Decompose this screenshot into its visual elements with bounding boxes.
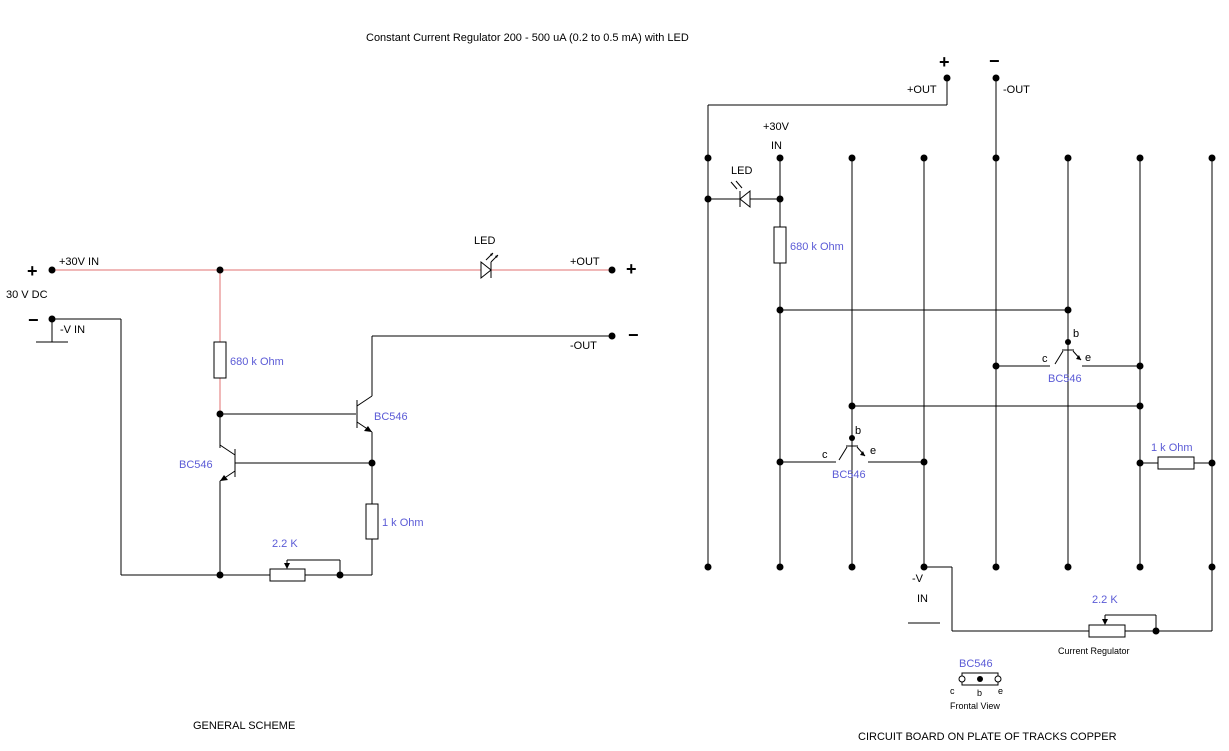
minus-sign: − bbox=[28, 310, 39, 330]
board-q-lower-label: BC546 bbox=[832, 469, 866, 481]
pinout-c: c bbox=[950, 686, 955, 696]
r1-label: 680 k Ohm bbox=[230, 356, 284, 368]
transistor-q2 bbox=[356, 395, 373, 433]
led-symbol bbox=[480, 252, 499, 280]
upper-pin-e: e bbox=[1085, 352, 1091, 364]
pinout-b: b bbox=[977, 688, 982, 698]
circuit-board: + − +OUT -OUT +30V IN LED 680 k Ohm b c … bbox=[704, 51, 1216, 743]
board-pot-caption: Current Regulator bbox=[1058, 646, 1130, 656]
transistor-q1 bbox=[219, 444, 236, 482]
board-r2-label: 1 k Ohm bbox=[1151, 442, 1193, 454]
resistor-1k bbox=[365, 503, 379, 540]
out-plus-sign: + bbox=[626, 259, 637, 279]
pinout-e: e bbox=[998, 686, 1003, 696]
q2-label: BC546 bbox=[374, 411, 408, 423]
board-resistor-1k bbox=[1157, 456, 1195, 470]
board-transistor-lower bbox=[838, 438, 866, 461]
potentiometer-2k2 bbox=[269, 568, 306, 582]
general-caption: GENERAL SCHEME bbox=[193, 720, 295, 732]
out-minus-sign: − bbox=[628, 325, 639, 345]
board-potentiometer-2k2 bbox=[1088, 624, 1126, 638]
board-led-symbol bbox=[730, 180, 751, 209]
board-r1-label: 680 k Ohm bbox=[790, 241, 844, 253]
board-caption: CIRCUIT BOARD ON PLATE OF TRACKS COPPER bbox=[858, 731, 1117, 743]
terminal-neg-out bbox=[608, 332, 616, 340]
board-out-neg-label: -OUT bbox=[1003, 84, 1030, 96]
board-transistor-upper bbox=[1054, 342, 1082, 365]
in-pos-label: +30V IN bbox=[59, 256, 99, 268]
upper-pin-c: c bbox=[1042, 353, 1048, 365]
terminal-neg-in bbox=[48, 315, 56, 323]
board-plus-sign: + bbox=[939, 52, 950, 72]
bc546-pinout bbox=[958, 672, 1002, 686]
supply-label: 30 V DC bbox=[6, 289, 48, 301]
resistor-680k bbox=[213, 341, 227, 379]
board-terminal-pos-out bbox=[943, 74, 951, 82]
board-vin-label: -V bbox=[912, 573, 924, 585]
lower-pin-e: e bbox=[870, 445, 876, 457]
board-q-upper-label: BC546 bbox=[1048, 373, 1082, 385]
board-terminal-neg-out bbox=[992, 74, 1000, 82]
pinout-caption: Frontal View bbox=[950, 701, 1000, 711]
lower-pin-c: c bbox=[822, 449, 828, 461]
general-scheme: + − 30 V DC +30V IN -V IN LED +OUT + -OU… bbox=[6, 235, 639, 732]
pinout-title: BC546 bbox=[959, 658, 993, 670]
out-pos-label: +OUT bbox=[570, 256, 600, 268]
board-resistor-680k bbox=[773, 226, 787, 264]
board-minus-sign: − bbox=[989, 51, 1000, 71]
lower-pin-b: b bbox=[855, 425, 861, 437]
board-pot-label: 2.2 K bbox=[1092, 594, 1118, 606]
in-neg-label: -V IN bbox=[60, 324, 85, 336]
led-label: LED bbox=[474, 235, 495, 247]
terminal-pos-in bbox=[48, 266, 56, 274]
terminal-pos-out bbox=[608, 266, 616, 274]
upper-pin-b: b bbox=[1073, 328, 1079, 340]
board-out-pos-label: +OUT bbox=[907, 84, 937, 96]
pot-label: 2.2 K bbox=[272, 538, 298, 550]
board-led-label: LED bbox=[731, 165, 752, 177]
plus-sign: + bbox=[27, 261, 38, 281]
q1-label: BC546 bbox=[179, 459, 213, 471]
r2-label: 1 k Ohm bbox=[382, 517, 424, 529]
page-title: Constant Current Regulator 200 - 500 uA … bbox=[366, 32, 689, 44]
out-neg-label: -OUT bbox=[570, 340, 597, 352]
board-in30-label-in: IN bbox=[771, 140, 782, 152]
board-vin-label-in: IN bbox=[917, 593, 928, 605]
board-in30-label: +30V bbox=[763, 121, 790, 133]
